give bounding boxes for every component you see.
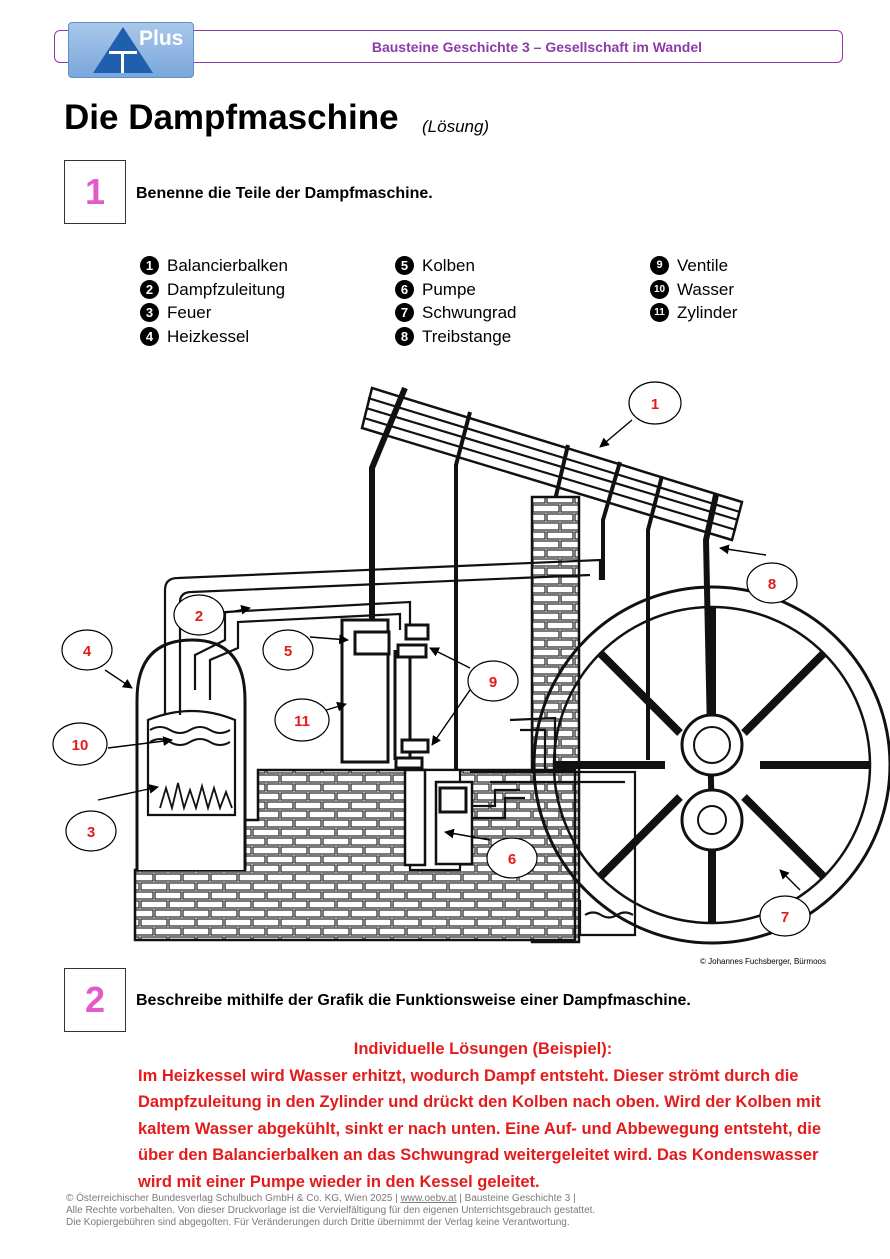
logo-text: Plus [139, 27, 184, 50]
triangle-logo-icon [93, 27, 153, 73]
svg-text:1: 1 [651, 396, 659, 413]
diagram-label: 8 [746, 562, 798, 604]
footer-copyright: © Österreichischer Bundesverlag Schulbuc… [66, 1193, 596, 1228]
solution-block: Individuelle Lösungen (Beispiel): Im Hei… [138, 1036, 843, 1195]
image-credit: © Johannes Fuchsberger, Bürmoos [700, 957, 826, 966]
diagram-label: 9 [467, 660, 519, 702]
diagram-label: 2 [173, 594, 225, 636]
svg-text:11: 11 [294, 713, 310, 730]
svg-text:9: 9 [489, 674, 497, 691]
diagram-label: 6 [486, 837, 538, 879]
svg-text:5: 5 [284, 643, 292, 660]
svg-text:6: 6 [508, 851, 516, 868]
svg-text:3: 3 [87, 824, 95, 841]
svg-text:10: 10 [72, 737, 89, 754]
page-subtitle: (Lösung) [422, 117, 490, 136]
steam-engine-diagram: 1 2 3 4 5 6 7 8 9 10 11 [52, 381, 890, 945]
diagram-label: 1 [628, 381, 682, 425]
task-2-instruction: Beschreibe mithilfe der Grafik die Funkt… [136, 992, 691, 1009]
flywheel [532, 585, 890, 945]
diagram-label: 7 [759, 895, 811, 937]
header-bar: Bausteine Geschichte 3 – Gesellschaft im… [54, 30, 843, 63]
page-title: Die Dampfmaschine [64, 98, 399, 137]
solution-text: Im Heizkessel wird Wasser erhitzt, wodur… [138, 1066, 822, 1191]
diagram-label: 11 [274, 698, 330, 742]
publisher-link[interactable]: www.oebv.at [400, 1193, 457, 1204]
series-title: Bausteine Geschichte 3 – Gesellschaft im… [371, 39, 702, 55]
publisher-logo: Plus [68, 22, 194, 78]
svg-text:8: 8 [768, 576, 776, 593]
diagram-label: 3 [65, 810, 117, 852]
solution-heading: Individuelle Lösungen (Beispiel): [353, 1040, 613, 1058]
svg-text:4: 4 [83, 643, 92, 660]
diagram-label: 5 [262, 629, 314, 671]
task-1-number: 1 [64, 160, 126, 224]
svg-text:2: 2 [195, 608, 203, 625]
task-2-number: 2 [64, 968, 126, 1032]
svg-text:7: 7 [781, 909, 789, 926]
task-1-instruction: Benenne die Teile der Dampfmaschine. [136, 185, 433, 202]
diagram-label: 10 [52, 722, 108, 766]
diagram-label: 4 [61, 629, 113, 671]
